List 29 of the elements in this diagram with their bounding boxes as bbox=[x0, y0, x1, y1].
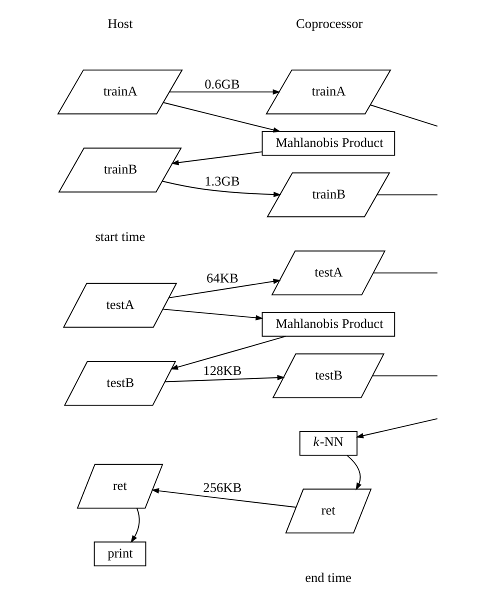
node-box: Mahlanobis Product bbox=[262, 131, 396, 156]
connector bbox=[372, 272, 438, 274]
arrow bbox=[171, 151, 263, 166]
connector bbox=[376, 194, 438, 196]
label: start time bbox=[95, 229, 146, 244]
edge-label: 256KB bbox=[203, 480, 242, 496]
edge-label: 1.3GB bbox=[204, 173, 240, 188]
connector bbox=[372, 375, 438, 376]
node-box: print bbox=[94, 542, 146, 566]
edge-label: 128KB bbox=[203, 363, 242, 378]
label: Host bbox=[108, 16, 133, 31]
arrow bbox=[162, 180, 282, 198]
edge-label: 0.6GB bbox=[204, 76, 240, 92]
arrow bbox=[170, 336, 286, 370]
label: Coprocessor bbox=[296, 16, 363, 31]
arrow bbox=[164, 374, 285, 382]
arrow bbox=[168, 278, 281, 298]
arrow bbox=[346, 455, 362, 490]
arrow bbox=[356, 418, 438, 438]
node-box: k-NN bbox=[299, 431, 358, 456]
label: end time bbox=[305, 570, 352, 586]
connector bbox=[370, 104, 438, 127]
node-box: Mahlanobis Product bbox=[262, 312, 396, 337]
edge-label: 64KB bbox=[206, 270, 238, 286]
arrow bbox=[168, 89, 280, 95]
arrow bbox=[151, 488, 296, 508]
arrow bbox=[162, 102, 281, 133]
arrow bbox=[130, 508, 140, 543]
arrow bbox=[162, 308, 264, 320]
